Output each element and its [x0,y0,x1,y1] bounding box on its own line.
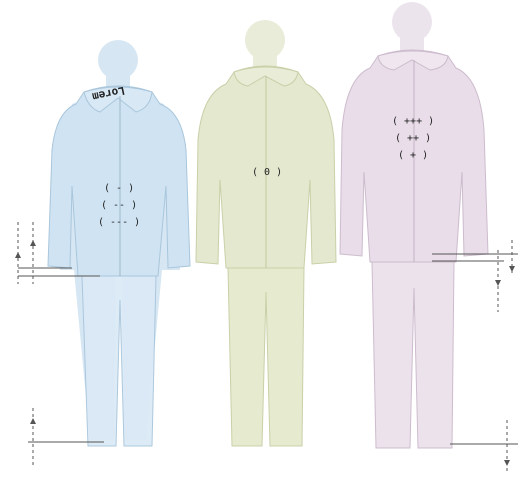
guide-arrows [15,240,515,466]
size-label-minus-3: ( --- ) [98,217,141,228]
figure-oversized [339,2,489,449]
arrow-up-icon [30,418,36,424]
arrow-up-icon [30,240,36,246]
size-label-plus-1: ( + ) [398,150,429,161]
jacket-undersized [47,85,191,277]
size-label-minus-2: ( -- ) [101,200,138,211]
arrow-down-icon [504,460,510,466]
arrow-down-icon [509,266,515,272]
size-label-plus-3: ( +++ ) [392,116,435,127]
size-label-zero: ( 0 ) [252,167,283,178]
pants-standard [227,267,305,447]
pants-oversized [371,261,455,449]
arrow-up-icon [15,252,21,258]
arrow-down-icon [495,280,501,286]
size-label-plus-2: ( ++ ) [395,133,432,144]
figure-undersized [47,40,191,447]
size-label-minus-1: ( - ) [104,183,135,194]
figure-standard [195,20,337,447]
pants-undersized [81,275,157,447]
